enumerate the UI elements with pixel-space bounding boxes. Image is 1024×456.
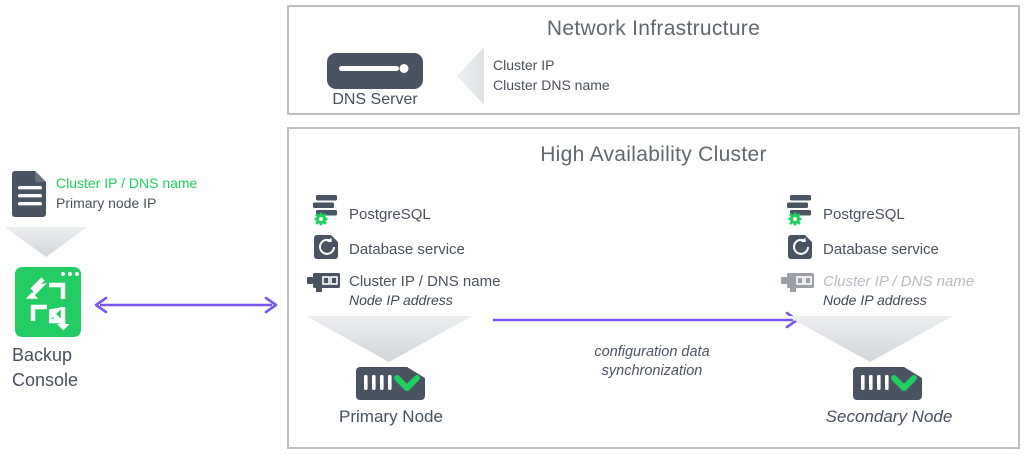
backup-console-icon xyxy=(15,267,81,337)
secondary-node-icon xyxy=(848,365,928,403)
annotation-cluster-dns-name: Cluster DNS name xyxy=(493,77,610,93)
document-icon xyxy=(12,171,48,217)
secondary-row-node-ip: Node IP address xyxy=(823,292,927,308)
annotation-primary-node-ip: Primary node IP xyxy=(56,195,157,211)
network-card-icon-primary xyxy=(307,271,341,295)
database-service-icon-secondary xyxy=(788,235,812,259)
network-infrastructure-box: Network Infrastructure DNS Server Cluste… xyxy=(287,5,1020,115)
database-service-icon-primary xyxy=(314,235,338,259)
annotation-cluster-ip: Cluster IP xyxy=(493,57,555,73)
postgresql-icon-secondary xyxy=(786,195,816,227)
dns-annotation: Cluster IP Cluster DNS name xyxy=(493,55,610,95)
backup-console-annotation: Cluster IP / DNS name Primary node IP xyxy=(56,173,197,213)
console-cluster-arrow xyxy=(90,294,282,316)
primary-node-icon xyxy=(351,365,431,403)
primary-node-label: Primary Node xyxy=(339,407,443,426)
annotation-cluster-ip-dns: Cluster IP / DNS name xyxy=(56,175,198,191)
backup-console-label-line2: Console xyxy=(12,370,79,390)
dns-server-icon xyxy=(327,51,423,91)
primary-row-cluster-ip: Cluster IP / DNS name xyxy=(349,273,501,290)
primary-row-postgresql: PostgreSQL xyxy=(349,206,431,223)
arrow-triangle-left xyxy=(457,47,484,105)
arrow-triangle-down-primary xyxy=(306,316,472,362)
secondary-row-database-service: Database service xyxy=(823,241,939,258)
secondary-row-cluster-ip: Cluster IP / DNS name xyxy=(823,273,975,290)
sync-label: configuration data synchronization xyxy=(557,343,747,381)
postgresql-icon-primary xyxy=(312,195,342,227)
backup-console-label-line1: Backup xyxy=(12,345,73,365)
dns-server-label: DNS Server xyxy=(332,91,418,108)
ha-cluster-title: High Availability Cluster xyxy=(540,143,767,166)
primary-row-database-service: Database service xyxy=(349,241,465,258)
sync-label-line2: synchronization xyxy=(601,363,703,379)
network-infrastructure-title: Network Infrastructure xyxy=(546,17,761,40)
arrow-triangle-down-secondary xyxy=(787,316,953,362)
secondary-row-postgresql: PostgreSQL xyxy=(823,206,905,223)
secondary-node-label: Secondary Node xyxy=(825,407,953,426)
primary-row-node-ip: Node IP address xyxy=(349,292,453,308)
arrow-triangle-down-left xyxy=(5,227,87,257)
backup-console-label: Backup Console xyxy=(12,343,78,393)
sync-arrow xyxy=(489,310,803,330)
sync-label-line1: configuration data xyxy=(594,344,710,360)
ha-cluster-box: High Availability Cluster xyxy=(287,127,1020,449)
network-card-icon-secondary xyxy=(781,271,815,295)
